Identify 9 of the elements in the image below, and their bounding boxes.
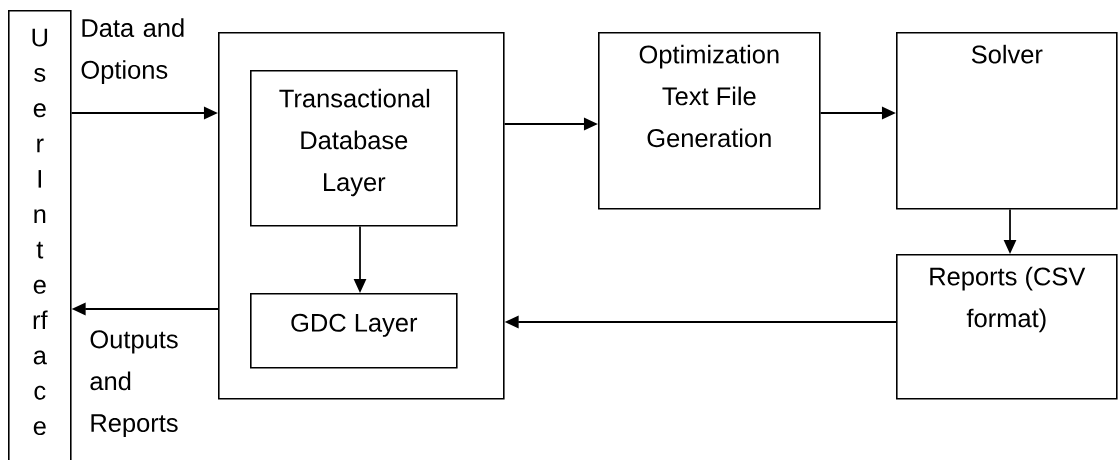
edge-label: Outputs and Reports (90, 330, 178, 438)
process-box: GDC Layer (250, 293, 458, 369)
process-box: Reports (CSV format) (896, 254, 1118, 400)
edge-label: Data and Options (81, 18, 184, 84)
group-box (218, 32, 505, 400)
process-box: Optimization Text File Generation (598, 32, 821, 210)
process-box: Transactional Database Layer (250, 70, 458, 227)
process-box: Solver (896, 32, 1118, 210)
vertical-text-box: U s e r I n t e rf a c e (8, 10, 72, 460)
